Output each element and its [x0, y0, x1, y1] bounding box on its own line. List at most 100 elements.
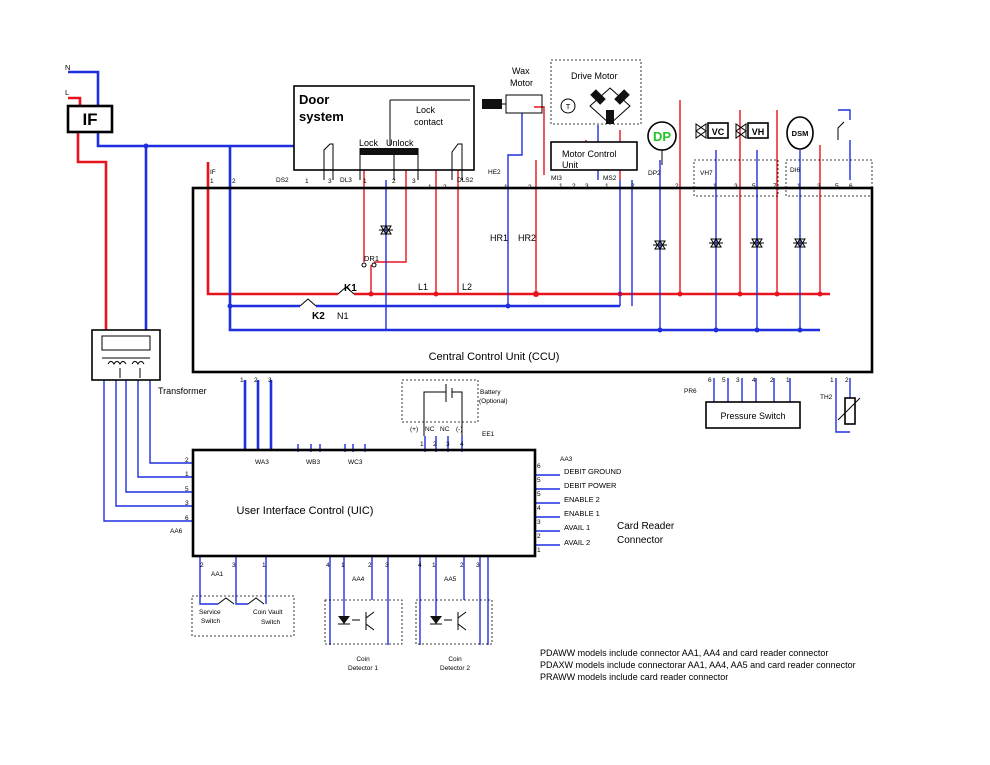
door-system-title-2: system	[299, 109, 344, 124]
l1-label: L1	[418, 282, 428, 292]
n1-label: N1	[337, 311, 349, 321]
pin-label: 3	[736, 377, 740, 384]
card-signal-avail-2: AVAIL 2	[564, 538, 590, 547]
thermal-protector-label: T	[566, 102, 571, 111]
dispenser-motor-label: DSM	[792, 129, 809, 138]
pin-numbers: 1 2 1 3 1 2 3 1 2 1 2 1 2 3 1 2 2 1 3 5 …	[185, 178, 853, 569]
pin-label: 2	[368, 562, 372, 569]
lock-contact-label-2: contact	[414, 117, 444, 127]
neutral-supply-label: N	[65, 63, 70, 72]
card-signal-debit-power: DEBIT POWER	[564, 481, 617, 490]
coin-detector-2-optocoupler-icon	[430, 611, 467, 631]
motor-control-label-1: Motor Control	[562, 149, 617, 159]
pin-label: 1	[504, 184, 508, 191]
card-signal-debit-ground: DEBIT GROUND	[564, 467, 622, 476]
pin-label: 3	[232, 562, 236, 569]
lock-contact-label-1: Lock	[416, 105, 436, 115]
service-switch-label-1: Service	[199, 609, 221, 616]
valve-connector-box	[693, 159, 779, 197]
coin-detector-1-optocoupler-icon	[338, 611, 375, 631]
coin-detector-1-label-1: Coin	[356, 656, 370, 663]
drive-motor-title: Drive Motor	[571, 71, 618, 81]
connector-aa3: AA3	[560, 456, 573, 463]
coin-detector-2-label-2: Detector 2	[440, 665, 470, 672]
connector-ds2: DS2	[276, 177, 289, 184]
battery-plus-label: (+)	[410, 426, 418, 433]
pin-label: 3	[817, 183, 821, 190]
pressure-switch-box	[705, 401, 801, 429]
pin-label: 2	[232, 178, 236, 185]
dispenser-motor-icon	[786, 116, 814, 150]
door-unlock-label: Unlock	[386, 138, 414, 148]
pin-label: 5	[185, 486, 189, 493]
wax-motor-label-2: Motor	[510, 78, 533, 88]
pin-label: 3	[268, 377, 272, 384]
connector-th2: TH2	[820, 394, 833, 401]
coin-vault-switch-label-2: Switch	[261, 619, 281, 626]
card-signal-avail-1: AVAIL 1	[564, 523, 590, 532]
coin-vault-switch-label-1: Coin Vault	[253, 609, 283, 616]
pin-label: 6	[185, 515, 189, 522]
card-pin: 6	[537, 463, 541, 470]
wax-motor-label-1: Wax	[512, 66, 530, 76]
pin-label: 1	[428, 184, 432, 191]
interference-filter-label: IF	[82, 110, 97, 129]
pin-label: 3	[476, 562, 480, 569]
user-interface-control-box	[191, 448, 537, 558]
hot-valve-icon	[747, 122, 769, 139]
pin-label: 6	[708, 377, 712, 384]
pin-label: 6	[849, 183, 853, 190]
cold-valve-label: VC	[712, 127, 725, 137]
hot-valve-label: VH	[752, 127, 765, 137]
pin-label: 4	[752, 377, 756, 384]
pin-label: 3	[385, 562, 389, 569]
card-signal-enable-2: ENABLE 2	[564, 495, 600, 504]
pin-label: 7	[773, 183, 777, 190]
pin-label: 2	[443, 184, 447, 191]
connector-pr6: PR6	[684, 388, 697, 395]
pin-label: 5	[835, 183, 839, 190]
pin-label: 2	[845, 377, 849, 384]
model-note-praww: PRAWW models include card reader connect…	[540, 672, 728, 682]
pin-label: 1	[341, 562, 345, 569]
cold-valve-icon	[707, 122, 729, 139]
coin-detector-2-label-1: Coin	[448, 656, 462, 663]
pin-label: 2	[631, 183, 635, 190]
model-note-pdaww: PDAWW models include connector AA1, AA4 …	[540, 648, 828, 658]
drive-motor-box	[550, 59, 642, 125]
connector-aa5: AA5	[444, 576, 457, 583]
pin-label: 1	[830, 377, 834, 384]
battery-label-1: Battery	[480, 389, 501, 396]
battery-nc2-label: NC	[440, 426, 450, 433]
relay-k2-label: K2	[312, 311, 325, 322]
thermal-protector-icon	[560, 98, 576, 114]
pin-label: 1	[786, 377, 790, 384]
connector-mi3: MI3	[551, 175, 562, 182]
door-lock-solenoid	[360, 148, 418, 155]
pin-label: 3	[734, 183, 738, 190]
pin-label: 2	[528, 184, 532, 191]
connector-ms2: MS2	[603, 175, 617, 182]
pin-label: 2	[185, 457, 189, 464]
connector-wb3: WB3	[306, 459, 320, 466]
pin-label: 3	[585, 183, 589, 190]
pin-label: 3	[412, 178, 416, 185]
wax-motor-body	[505, 94, 543, 114]
pin-label: 1	[210, 178, 214, 185]
connector-he2: HE2	[488, 169, 501, 176]
pin-label: 1	[262, 562, 266, 569]
pin-label: 2	[460, 562, 464, 569]
connector-di6: DI6	[790, 167, 801, 174]
card-pin: 5	[537, 477, 541, 484]
pin-label: 3	[328, 178, 332, 185]
door-system-title-1: Door	[299, 92, 329, 107]
motor-control-label-2: Unit	[562, 160, 579, 170]
motor-control-unit-box	[550, 141, 638, 171]
battery-label-2: (Optional)	[479, 398, 508, 405]
coin-detector-1-label-2: Detector 1	[348, 665, 378, 672]
connector-ee1: EE1	[482, 431, 495, 438]
model-note-pdaxw: PDAXW models include connectorar AA1, AA…	[540, 660, 856, 670]
connector-vh7: VH7	[700, 170, 713, 177]
live-supply-label: L	[65, 88, 69, 97]
